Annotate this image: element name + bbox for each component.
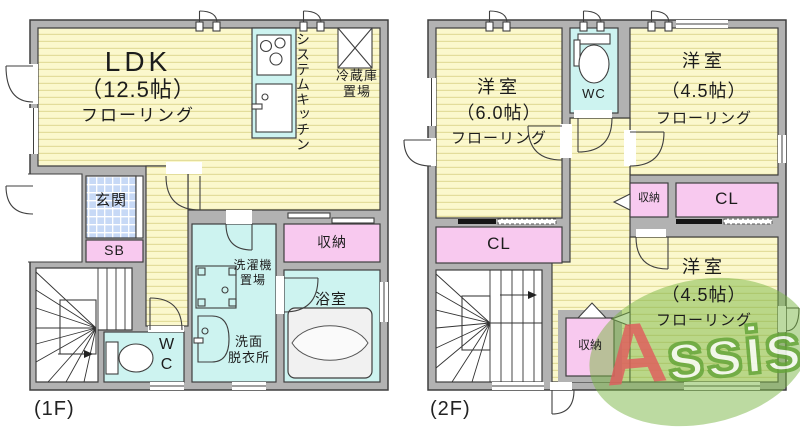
room-label-entrance: 玄関: [94, 192, 127, 209]
room-floor-bedroom-45-bottom: フローリング: [655, 312, 752, 329]
room-label-wc-1f: W C: [158, 336, 176, 373]
room-storage-2f-right: [629, 182, 669, 218]
plan-2f: [403, 10, 800, 415]
room-label-wc-2f: WC: [582, 86, 606, 101]
toilet-icon-2f: [573, 33, 611, 84]
assist-logo-leaf: [589, 277, 800, 427]
room-closet-left: [435, 226, 563, 264]
room-label-washroom: 洗面 脱衣所: [227, 334, 270, 366]
stairs-direction-arrow: [528, 291, 537, 299]
window: [29, 108, 388, 390]
assist-logo-letter-a: A: [600, 303, 671, 405]
room-floor-bedroom-6: フローリング: [450, 130, 547, 147]
sliding-door: [287, 212, 375, 224]
stairs-direction-arrow: [84, 350, 93, 358]
room-storage-1f: [283, 223, 381, 263]
stairs-1f-treads: [35, 268, 126, 383]
entrance-step: [135, 175, 144, 239]
room-label-bath: 浴室: [314, 291, 347, 308]
label-system-kitchen: システムキッチン: [295, 32, 311, 152]
porch: [28, 174, 82, 262]
floor-label-1f: (1F): [34, 398, 75, 420]
label-fridge-space: 冷蔵庫 置場: [335, 68, 378, 100]
room-label-shoebox: SB: [104, 242, 125, 258]
room-washroom: [191, 223, 277, 383]
sliding-door: [458, 218, 773, 225]
stove-icon: [256, 34, 292, 76]
room-label-closet-right: CL: [715, 189, 739, 208]
room-label-closet-left: CL: [487, 234, 511, 253]
room-floor-bedroom-45-top: フローリング: [655, 110, 752, 127]
room-entrance: [85, 175, 137, 239]
closet-door-triangle: [612, 193, 631, 211]
room-size-bedroom-45-top: （4.5帖）: [661, 81, 747, 101]
room-size-ldk: （12.5帖）: [80, 77, 196, 102]
hallway-1f: [145, 165, 189, 327]
door-arcs-1f: [5, 64, 319, 332]
room-label-storage-2f-bottom: 収納: [577, 338, 602, 352]
room-closet-right: [675, 182, 779, 218]
floor-label-2f: (2F): [430, 398, 471, 420]
stairs-2f-treads: [435, 270, 542, 383]
bathtub-icon: [287, 307, 373, 379]
assist-logo-letters: ssist: [662, 305, 800, 396]
room-bedroom-6: [435, 27, 563, 219]
room-label-storage-1f: 収納: [317, 234, 347, 250]
room-label-storage-2f-right: 収納: [638, 192, 660, 204]
room-size-bedroom-6: （6.0帖）: [456, 103, 542, 123]
room-label-bedroom-6: 洋室: [477, 77, 521, 97]
assist-logo: Assist: [600, 288, 800, 406]
vanity-sink-icon: [193, 315, 230, 363]
room-shoebox: [85, 239, 144, 263]
room-label-bedroom-45-top: 洋室: [682, 51, 726, 71]
washer-icon: [195, 265, 237, 309]
room-label-ldk: LDK: [104, 46, 172, 77]
plan-1f: [5, 10, 389, 391]
label-laundry-space: 洗濯機 置場: [233, 258, 273, 287]
room-size-bedroom-45-bottom: （4.5帖）: [661, 285, 747, 305]
folding-door-icon: [576, 302, 608, 319]
room-floor-ldk: フローリング: [81, 106, 195, 125]
toilet-icon-1f: [105, 341, 154, 375]
room-label-bedroom-45-bottom: 洋室: [682, 257, 726, 277]
